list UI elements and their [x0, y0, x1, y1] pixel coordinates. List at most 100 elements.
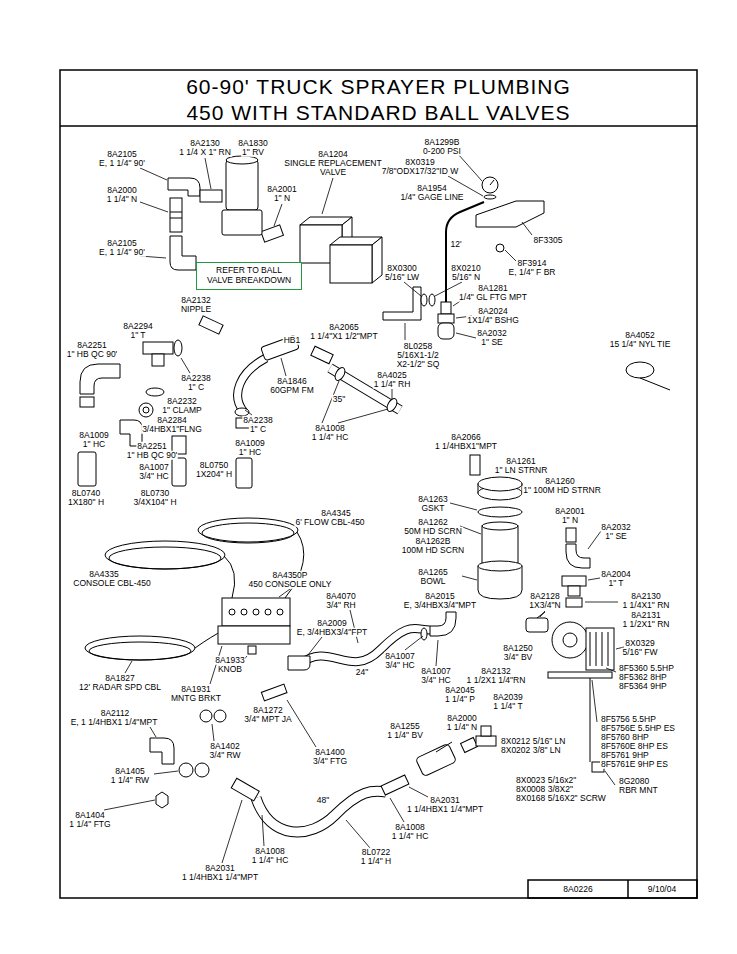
pipe-fitting — [333, 366, 347, 382]
callout-label: 12' — [449, 240, 462, 249]
pump-engine — [590, 632, 591, 666]
callout-label: 1 1/4HBX1 1/4"MPT — [406, 805, 484, 814]
callout-label: 1" SE — [604, 532, 627, 541]
callout-label: 1" T — [607, 579, 624, 588]
callout-label: GSKT — [420, 504, 445, 513]
leader-line — [125, 661, 132, 673]
cable — [202, 523, 294, 543]
callout-label: 8A2065 — [328, 323, 359, 332]
callout-label: 12' RADAR SPD CBL — [78, 683, 162, 692]
callout-label: 1" HB QC 90' — [126, 451, 178, 460]
callout-label: 8X0202 3/8" LN — [500, 746, 562, 755]
pipe-fitting — [80, 397, 94, 407]
callout-label: 8A4350P — [272, 571, 309, 580]
console — [229, 609, 235, 615]
pipe-fitting — [214, 710, 226, 722]
callout-label: 1 1/4" HC — [391, 832, 430, 841]
callout-label: 8A1008 — [254, 847, 285, 856]
leader-line — [181, 358, 190, 373]
callout-label: 8A1008 — [394, 823, 425, 832]
callout-label: 60GPM FM — [269, 386, 314, 395]
pipe-fitting — [231, 778, 259, 801]
leader-line — [585, 602, 618, 603]
callout-label: 8A2066 — [450, 433, 481, 442]
callout-label: 8L0722 — [361, 848, 391, 857]
callout-label: 3/4X104" H — [132, 498, 177, 507]
callout-label: 1" HC — [82, 440, 106, 449]
callout-label: 8A2000 — [106, 186, 137, 195]
callout-label: 8A2024 — [477, 307, 508, 316]
callout-label: 1X1/4" BSHG — [466, 316, 520, 325]
callout-label: 8X0212 5/16" LN — [500, 737, 566, 746]
callout-label: 8A1261 — [505, 457, 536, 466]
pressure-gauge — [496, 244, 504, 252]
pipe-fitting — [481, 726, 491, 736]
callout-label: 1" LN STRNR — [494, 466, 549, 475]
pipe-fitting — [199, 316, 223, 334]
leader-line — [322, 178, 333, 214]
hose — [236, 458, 252, 488]
callout-label: 8A1931 — [180, 685, 211, 694]
pump-engine — [590, 678, 591, 762]
callout-label: SINGLE REPLACEMENT — [283, 159, 382, 168]
leader-line — [460, 526, 481, 534]
relief-valve — [222, 156, 262, 235]
leader-line — [150, 727, 156, 737]
leader-line — [262, 815, 264, 846]
callout-label: 8A1954 — [416, 184, 447, 193]
callout-label: 3/4HBX1"FLNG — [141, 425, 203, 434]
pressure-gauge — [441, 302, 451, 314]
pipe-fitting — [80, 364, 120, 394]
callout-label: 1" RV — [241, 148, 265, 157]
leader-line — [588, 531, 601, 549]
console — [218, 626, 290, 644]
nylon-tie — [626, 362, 670, 390]
callout-label: 8A2039 — [492, 693, 523, 702]
callout-label: 8A2015 — [424, 592, 455, 601]
pump-engine — [552, 622, 588, 658]
callout-label: 8A1404 — [74, 811, 105, 820]
callout-label: 1 1/4" HC — [311, 433, 350, 442]
callout-label: KNOB — [217, 665, 243, 674]
leader-line — [405, 323, 406, 340]
callout-label: E, 1 1/4" 90' — [98, 159, 146, 168]
callout-label: 8X0329 — [624, 639, 655, 648]
leader-line — [522, 222, 532, 235]
callout-label: 8A2128 — [529, 592, 560, 601]
leader-line — [222, 800, 242, 863]
leader-line — [605, 771, 615, 785]
pipe-fitting — [421, 628, 427, 640]
callout-label: 6' FLOW CBL-450 — [294, 518, 365, 527]
leader-line — [392, 389, 393, 399]
pressure-gauge — [482, 177, 498, 193]
callout-label: 8A4052 — [624, 331, 655, 340]
callout-label: 8A2045 — [444, 686, 475, 695]
cable — [89, 642, 191, 660]
pipe-fitting — [430, 612, 456, 636]
callout-label: 8A2105 — [106, 239, 137, 248]
pressure-gauge — [476, 201, 544, 227]
callout-label: 8A4345 — [320, 509, 351, 518]
callout-label: 8X0023 5/16x2" — [515, 776, 577, 785]
pipe-fitting — [288, 656, 310, 670]
pipe-fitting — [146, 388, 164, 396]
leader-line — [350, 610, 358, 643]
hose — [172, 458, 186, 486]
ball-valve — [415, 743, 456, 776]
leader-line — [405, 636, 423, 650]
pipe-fitting — [195, 763, 209, 777]
leader-line — [281, 358, 286, 376]
callout-label: 8A1255 — [389, 722, 420, 731]
callout-label: 8A2130 — [630, 592, 661, 601]
console — [222, 598, 290, 626]
callout-label: 1 1/4HBX1"MPT — [434, 442, 498, 451]
callout-label: 8A1263 — [417, 495, 448, 504]
callout-label: 450 CONSOLE ONLY — [248, 580, 333, 589]
callout-label: 1/4" GAGE LINE — [399, 193, 464, 202]
callout-label: 9/10/04 — [647, 885, 677, 894]
callout-label: 1 1/2X1" RN — [622, 620, 671, 629]
pipe-fitting — [470, 455, 480, 475]
callout-label: 3/4" MPT JA — [243, 715, 292, 724]
nylon-tie — [640, 378, 670, 390]
